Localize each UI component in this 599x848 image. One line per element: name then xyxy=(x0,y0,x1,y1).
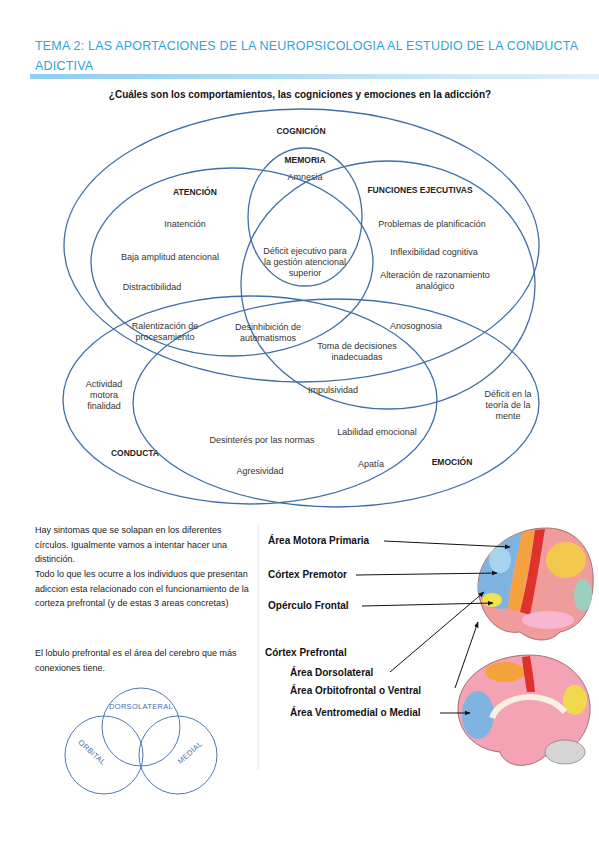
region-label: Desinterés por las normas xyxy=(197,435,327,446)
leader-arrow xyxy=(455,622,478,688)
brain-area xyxy=(546,542,586,578)
brain-area xyxy=(489,547,511,573)
area-name: ORBITAL xyxy=(63,725,121,779)
venn-heading: COGNICIÓN xyxy=(226,126,376,136)
note-text: El lobulo prefrontal es el área del cere… xyxy=(35,646,250,675)
brain-area-label: Área Motora Primaria xyxy=(268,535,369,547)
venn-item: Amnesia xyxy=(255,172,355,183)
outline-ellipse xyxy=(139,716,217,794)
region-label: Toma de decisiones inadecuadas xyxy=(311,341,403,363)
note-text: Todo lo que les ocurre a los individuos … xyxy=(35,567,250,611)
outline-ellipse xyxy=(91,168,373,356)
outline-ellipse xyxy=(102,688,180,766)
outline-ellipse xyxy=(65,716,143,794)
brain-area-label: Córtex Prefrontal xyxy=(265,647,347,659)
title-underline xyxy=(30,74,599,79)
venn-item: Actividad motora finalidad xyxy=(82,379,127,411)
venn-item: Problemas de planificación xyxy=(357,219,507,230)
venn-ellipse: FUNCIONES EJECUTIVAS Problemas de planifi… xyxy=(240,160,536,410)
brain-area-label: Área Orbitofrontal o Ventral xyxy=(290,685,421,697)
brain-area xyxy=(462,691,494,739)
node-outline xyxy=(138,715,218,795)
venn-circle: DORSOLATERAL xyxy=(101,687,181,767)
region-label: Ralentización de procesamiento xyxy=(123,321,208,343)
venn-heading: FUNCIONES EJECUTIVAS xyxy=(345,185,495,195)
venn-item: Alteración de razonamiento analógico xyxy=(380,270,490,292)
brain-lateral xyxy=(478,528,593,640)
outline-ellipse xyxy=(63,296,437,504)
brain-area xyxy=(485,662,525,682)
venn-item: Déficit en la teoría de la mente xyxy=(477,389,539,421)
cerebellum xyxy=(545,740,585,764)
venn-heading: CONDUCTA xyxy=(85,448,185,458)
brain-area xyxy=(482,593,502,607)
leader-arrow xyxy=(390,592,484,672)
venn-item: Inflexibilidad cognitiva xyxy=(359,247,509,258)
divider-line xyxy=(258,525,259,770)
brain-area-label: Opérculo Frontal xyxy=(268,600,349,612)
region-label: Agresividad xyxy=(210,466,310,477)
area-name: DORSOLATERAL xyxy=(101,702,181,711)
venn-ellipse: COGNICIÓN MEMORIA AmnesiaATENCIÓN Inatenció… xyxy=(63,108,540,383)
node-outline xyxy=(101,687,181,767)
leader-arrow xyxy=(384,541,510,547)
venn-circle: ORBITAL xyxy=(64,715,144,795)
venn-heading: MEMORIA xyxy=(255,155,355,165)
question-heading: ¿Cuáles son los comportamientos, las cog… xyxy=(20,89,580,101)
venn-item: Baja amplitud atencional xyxy=(95,252,245,263)
brain-area-label: Córtex Premotor xyxy=(268,569,347,581)
corpus-callosum xyxy=(492,697,565,718)
brain-area xyxy=(574,579,592,611)
leader-arrow xyxy=(362,603,493,606)
brain-area xyxy=(522,656,535,692)
region-label: Apatía xyxy=(341,459,401,470)
page-title: TEMA 2: LAS APORTACIONES DE LA NEUROPSIC… xyxy=(35,36,580,76)
brain-medial xyxy=(458,655,590,765)
brain-area xyxy=(520,529,545,615)
brain-area-label: Área Dorsolateral xyxy=(290,667,373,679)
venn-circle: MEDIAL xyxy=(138,715,218,795)
region-label: Anosognosia xyxy=(366,321,466,332)
venn-item: Distractibilidad xyxy=(77,282,227,293)
leader-arrow xyxy=(440,713,470,714)
note-text: Hay sintomas que se solapan en los difer… xyxy=(35,523,250,567)
region-label: Impulsividad xyxy=(283,385,383,396)
node-outline xyxy=(240,160,536,410)
outline-ellipse xyxy=(64,109,539,382)
node-outline xyxy=(63,108,540,383)
venn-item: Inatención xyxy=(110,219,260,230)
venn-heading: EMOCIÓN xyxy=(402,457,502,467)
node-outline xyxy=(64,715,144,795)
area-name: MEDIAL xyxy=(161,725,219,779)
brain-area xyxy=(522,611,574,629)
region-label: Labilidad emocional xyxy=(322,427,432,438)
outline-ellipse xyxy=(241,161,535,409)
region-label: Desinhibición de automatismos xyxy=(228,322,308,344)
brain-area-label: Área Ventromedial o Medial xyxy=(290,707,421,719)
venn-heading: ATENCIÓN xyxy=(135,187,255,197)
region-label: Déficit ejecutivo para la gestión atenci… xyxy=(259,246,351,278)
leader-arrow xyxy=(356,573,497,575)
